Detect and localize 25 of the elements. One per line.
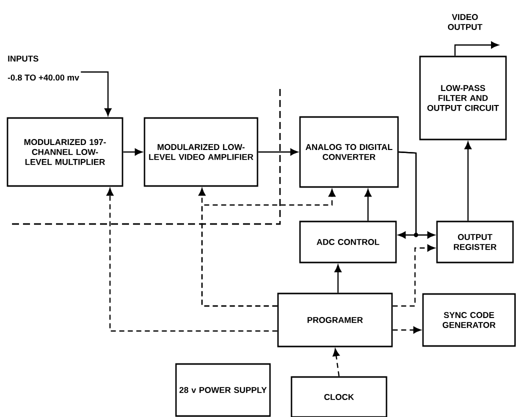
arrow: [201, 189, 336, 307]
block-box: OUTPUT REGISTER: [436, 220, 514, 264]
arrow: [364, 189, 372, 221]
arrow: [398, 151, 435, 238]
arrow: [106, 188, 278, 332]
arrow: [454, 42, 498, 56]
block-box: LOW-PASS FILTER AND OUTPUT CIRCUIT: [419, 56, 507, 140]
arrow: [334, 264, 342, 293]
block-box: MODULARIZED 197-CHANNEL LOW-LEVEL MULTIPLIER: [6, 117, 124, 187]
arrow: [332, 348, 340, 376]
block-box: SYNC CODE GENERATOR: [422, 293, 516, 347]
block-box: 28 v POWER SUPPLY: [175, 363, 271, 417]
block-box: ADC CONTROL: [299, 220, 397, 264]
arrow: [123, 148, 142, 156]
input-label: INPUTS -0.8 TO +40.00 mv: [8, 56, 80, 81]
arrow: [392, 326, 421, 334]
block-box: MODULARIZED LOW-LEVEL VIDEO AMPLIFIER: [144, 117, 258, 187]
arrow: [464, 142, 472, 221]
block-box: PROGRAMER: [277, 292, 393, 348]
arrow: [392, 244, 435, 307]
block-box: CLOCK: [290, 376, 388, 417]
block-box: ANALOG TO DIGITAL CONVERTER: [299, 116, 399, 188]
edge-label: VIDEO OUTPUT: [448, 14, 482, 30]
arrow: [258, 148, 298, 156]
arrow: [80, 71, 112, 116]
